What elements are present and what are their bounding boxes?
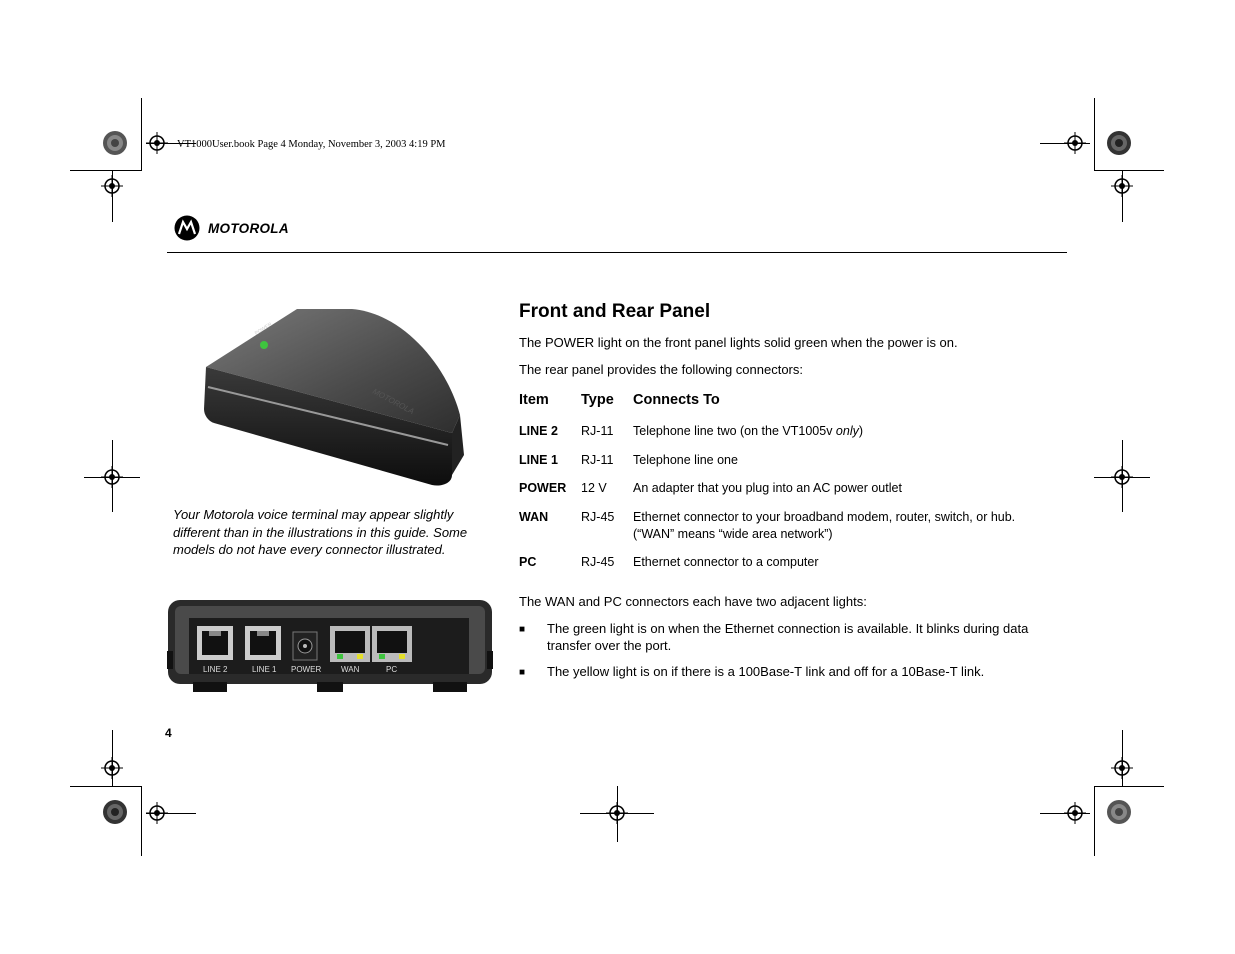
row-connects-text: Telephone line two (on the VT1005v (633, 424, 836, 438)
power-led (260, 341, 268, 349)
bullet-glyph: ■ (519, 667, 526, 678)
row-item: LINE 2 (519, 424, 558, 438)
row-type: RJ-11 (581, 453, 614, 467)
registration-target-icon (146, 132, 168, 154)
print-rosette-icon (103, 131, 127, 155)
registration-target-icon (1064, 132, 1086, 154)
registration-target-icon (1064, 802, 1086, 824)
registration-target-icon (101, 175, 123, 197)
row-connects-end: ) (858, 424, 864, 438)
registration-target-icon (101, 466, 123, 488)
port-line2 (197, 626, 233, 660)
intro-power-light: The POWER light on the front panel light… (519, 335, 958, 350)
port-label: PC (386, 665, 397, 674)
row-connects: Ethernet connector to your broadband mod… (633, 510, 1016, 524)
bullet-text: The green light is on when the Ethernet … (547, 621, 1029, 653)
row-connects: Ethernet connector to a computer (633, 555, 819, 569)
port-wan (330, 626, 370, 662)
table-header-type: Type (581, 392, 614, 408)
motorola-logo-icon (174, 215, 200, 241)
row-type: RJ-45 (581, 510, 615, 524)
print-rosette-icon (1107, 131, 1131, 155)
row-connects-note: (“WAN” means “wide area network”) (633, 527, 833, 541)
registration-target-icon (146, 802, 168, 824)
table-header-connects: Connects To (633, 392, 720, 408)
port-pc (372, 626, 412, 662)
row-item: WAN (519, 510, 549, 524)
pc-green-led (379, 654, 385, 659)
print-rosette-icon (103, 800, 127, 824)
registration-target-icon (101, 757, 123, 779)
row-item: PC (519, 555, 537, 569)
registration-target-icon (1111, 175, 1133, 197)
lights-intro: The WAN and PC connectors each have two … (519, 594, 867, 609)
row-item: LINE 1 (519, 453, 558, 467)
rear-panel-illustration: LINE 2 LINE 1 POWER WAN PC (167, 600, 493, 692)
pc-yellow-led (399, 654, 405, 659)
row-type: RJ-11 (581, 424, 614, 438)
brand-wordmark: MOTOROLA (208, 220, 289, 236)
bullet-text: The yellow light is on if there is a 100… (547, 664, 985, 679)
print-rosette-icon (1107, 800, 1131, 824)
row-type: 12 V (581, 481, 607, 495)
registration-target-icon (1111, 466, 1133, 488)
print-slug: VT1000User.book Page 4 Monday, November … (177, 139, 446, 150)
row-connects-emphasis: only (835, 424, 859, 438)
header-rule (167, 252, 1067, 253)
page-number: 4 (165, 726, 172, 740)
wan-green-led (337, 654, 343, 659)
row-item: POWER (519, 481, 567, 495)
row-connects: Telephone line two (on the VT1005v only) (633, 423, 863, 440)
registration-target-icon (1111, 757, 1133, 779)
row-connects: Telephone line one (633, 453, 738, 467)
front-panel-illustration: POWER MOTOROLA (204, 309, 464, 486)
figure-caption: Your Motorola voice terminal may appear … (173, 507, 468, 557)
port-label: WAN (341, 665, 360, 674)
port-label: LINE 2 (203, 665, 228, 674)
brand-header: MOTOROLA (174, 215, 289, 241)
port-line1 (245, 626, 281, 660)
bullet-glyph: ■ (519, 624, 526, 635)
section-title: Front and Rear Panel (519, 301, 711, 322)
row-type: RJ-45 (581, 555, 615, 569)
port-label: POWER (291, 665, 321, 674)
port-label: LINE 1 (252, 665, 277, 674)
row-connects: An adapter that you plug into an AC powe… (633, 481, 902, 495)
table-header-item: Item (519, 392, 549, 408)
wan-yellow-led (357, 654, 363, 659)
registration-target-icon (606, 802, 628, 824)
port-power (292, 631, 318, 661)
intro-rear-panel: The rear panel provides the following co… (519, 362, 803, 377)
